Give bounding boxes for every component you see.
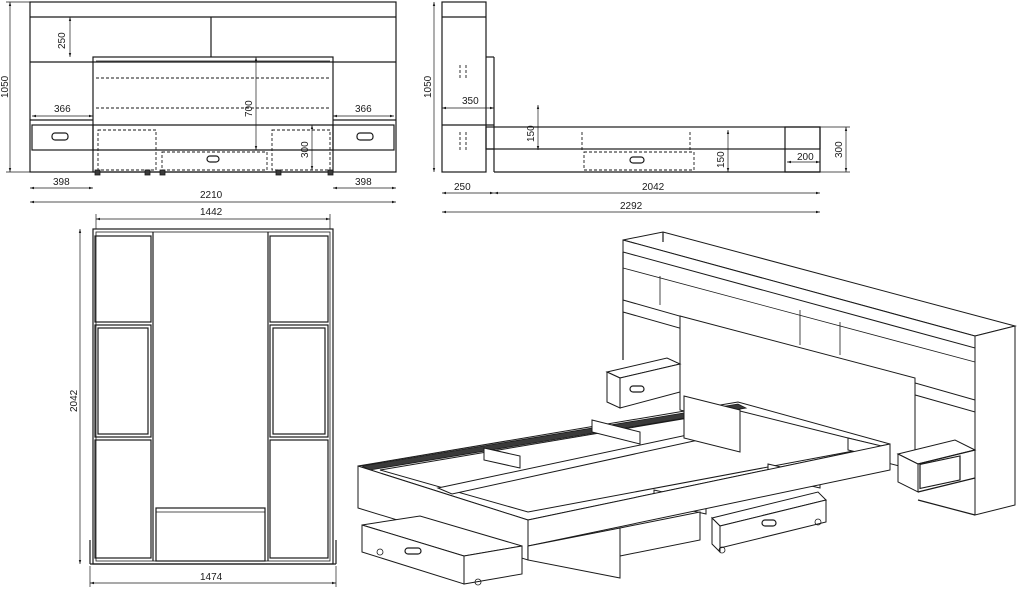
side-length-total-label: 2292 [620, 201, 643, 212]
front-side-outer-right-label: 398 [355, 177, 372, 188]
side-view: 1050 350 150 150 200 300 250 2042 2292 [423, 1, 850, 214]
side-drawer-depth-label: 200 [797, 152, 814, 163]
plan-inner-width-label: 1442 [200, 207, 223, 218]
side-height-label: 1050 [423, 75, 434, 98]
front-side-width-right-label: 366 [355, 104, 372, 115]
front-shelf-height-label: 250 [57, 32, 68, 49]
front-view: 1050 250 366 366 700 300 398 398 2210 [0, 1, 397, 204]
front-drawer-height-label: 300 [300, 141, 311, 158]
side-bed-height-label: 300 [834, 141, 845, 158]
plan-outer-width-label: 1474 [200, 572, 223, 583]
front-width-label: 2210 [200, 190, 223, 201]
front-height-label: 1050 [0, 75, 11, 98]
side-head-depth-label: 250 [454, 182, 471, 193]
front-side-width-left-label: 366 [54, 104, 71, 115]
side-rail-height-a-label: 150 [526, 125, 537, 142]
plan-view: 1442 2042 1474 [69, 207, 337, 587]
side-bed-length-label: 2042 [642, 182, 665, 193]
front-side-outer-left-label: 398 [53, 177, 70, 188]
side-shelf-depth-label: 350 [462, 96, 479, 107]
plan-length-label: 2042 [69, 389, 80, 412]
isometric-view [357, 231, 1017, 586]
side-rail-height-b-label: 150 [716, 151, 727, 168]
front-panel-height-label: 700 [244, 100, 255, 117]
